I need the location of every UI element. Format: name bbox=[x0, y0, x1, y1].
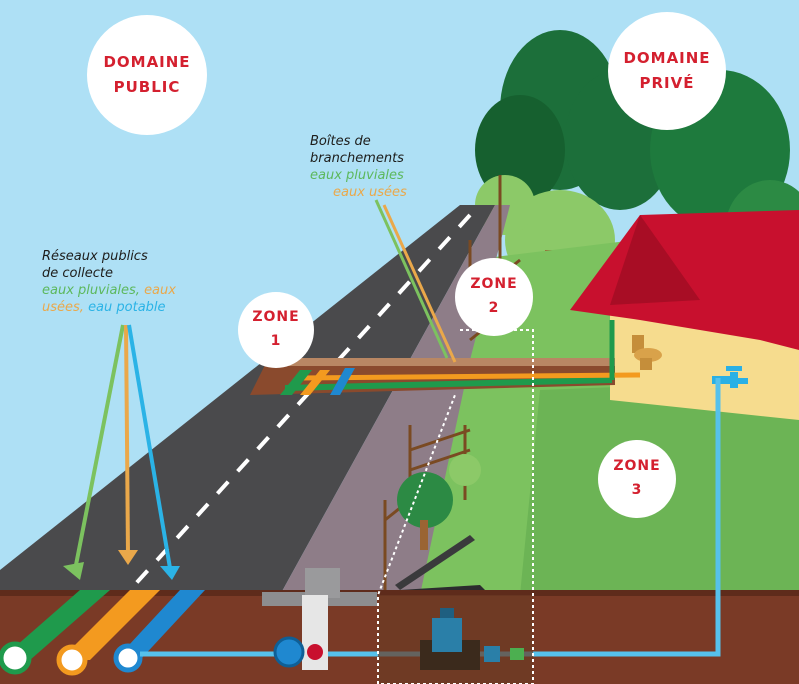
road bbox=[0, 205, 495, 595]
zone-3-badge: ZONE 3 bbox=[598, 440, 676, 518]
label-line: branchements bbox=[310, 151, 404, 166]
zone-number: 3 bbox=[631, 482, 643, 498]
zone-number: 2 bbox=[488, 300, 500, 316]
meter-lid bbox=[395, 535, 475, 590]
label-line: usées, eau potable bbox=[42, 299, 176, 316]
label-line: eaux pluviales, eaux bbox=[42, 282, 176, 299]
label-usees: usées, bbox=[42, 300, 84, 315]
label-usees: eaux usées bbox=[333, 185, 407, 200]
faucet-icon bbox=[712, 366, 748, 388]
badge-word: PUBLIC bbox=[113, 78, 181, 96]
badge-word: PRIVÉ bbox=[639, 74, 695, 92]
label-line: Réseaux publics bbox=[42, 249, 148, 264]
house bbox=[570, 210, 799, 420]
toilet-icon bbox=[632, 335, 662, 370]
branch-pipes bbox=[280, 320, 641, 395]
label-usees: eaux bbox=[144, 283, 176, 298]
water-meter bbox=[378, 595, 533, 684]
label-pluvial: eaux pluviales bbox=[310, 168, 404, 183]
zone-2-badge: ZONE 2 bbox=[455, 258, 533, 336]
label-line: de collecte bbox=[42, 266, 113, 281]
label-pluvial: eaux pluviales, bbox=[42, 283, 140, 298]
public-main-pipes bbox=[0, 590, 205, 676]
zone2-outline bbox=[377, 329, 534, 684]
badge-word: DOMAINE bbox=[623, 48, 711, 67]
label-line: Boîtes de bbox=[310, 134, 371, 149]
zone-word: ZONE bbox=[252, 309, 300, 326]
shrubs bbox=[397, 454, 481, 550]
boxes-label: Boîtes de branchements eaux pluviales ea… bbox=[310, 133, 407, 201]
domaine-prive-badge: DOMAINE PRIVÉ bbox=[608, 12, 726, 130]
potable-water-line bbox=[140, 378, 721, 657]
zone-word: ZONE bbox=[470, 276, 518, 293]
networks-arrows bbox=[63, 324, 180, 580]
domaine-public-badge: DOMAINE PUBLIC bbox=[87, 15, 207, 135]
networks-label: Réseaux publics de collecte eaux pluvial… bbox=[42, 248, 176, 316]
zone-word: ZONE bbox=[613, 458, 661, 475]
zone-number: 1 bbox=[270, 333, 282, 349]
road-markings bbox=[128, 213, 472, 592]
sidewalk bbox=[280, 205, 510, 595]
label-potable: eau potable bbox=[88, 300, 166, 315]
street-valve bbox=[262, 568, 377, 670]
boxes-arrows bbox=[374, 199, 457, 363]
zone-1-badge: ZONE 1 bbox=[238, 292, 314, 368]
badge-word: DOMAINE bbox=[103, 52, 191, 71]
